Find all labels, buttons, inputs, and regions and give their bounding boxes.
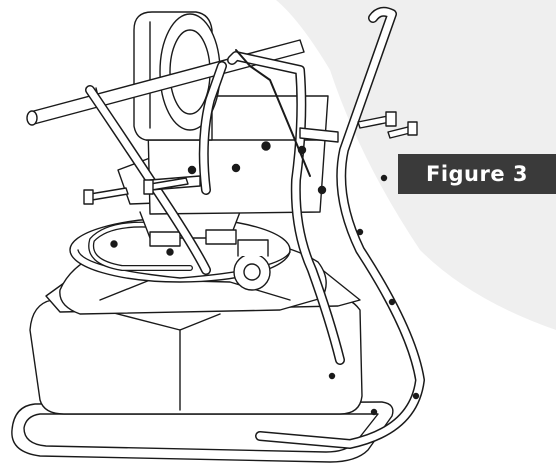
wheel: [233, 239, 271, 291]
bolt-upper-right: [357, 111, 397, 129]
bolt-upper-right-2: [387, 121, 418, 139]
figure-label: Figure 3: [398, 154, 556, 194]
bolt-left: [83, 187, 129, 205]
handle-frame: [85, 6, 425, 449]
bolt-mid: [143, 177, 189, 195]
hardware-nuts: [110, 141, 420, 416]
lower-handle-loop: [88, 221, 193, 271]
figure-label-text: Figure 3: [425, 162, 529, 186]
